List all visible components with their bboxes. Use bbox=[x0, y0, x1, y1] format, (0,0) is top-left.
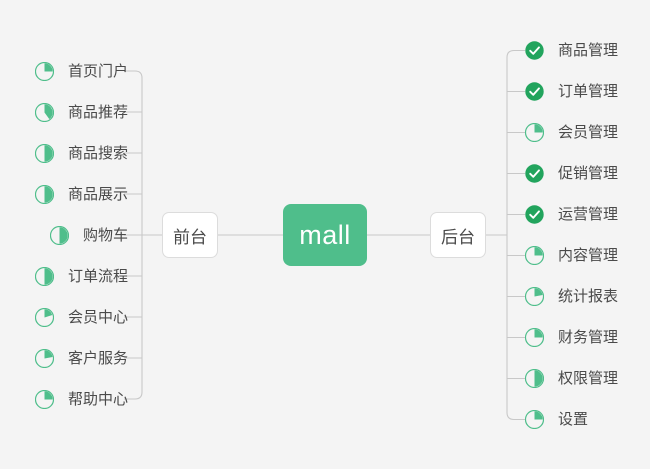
leaf-item-frontend-4[interactable]: 购物车 bbox=[0, 222, 128, 248]
leaf-item-frontend-7[interactable]: 客户服务 bbox=[0, 345, 128, 371]
leaf-item-frontend-2[interactable]: 商品搜索 bbox=[0, 140, 128, 166]
leaf-item-label: 商品展示 bbox=[67, 185, 128, 203]
leaf-item-backend-3[interactable]: 促销管理 bbox=[525, 161, 618, 187]
leaf-item-frontend-0[interactable]: 首页门户 bbox=[0, 58, 128, 84]
pie-progress-icon bbox=[34, 143, 61, 163]
pie-progress-icon bbox=[525, 287, 551, 306]
leaf-item-label: 内容管理 bbox=[558, 247, 619, 264]
leaf-item-label: 权限管理 bbox=[558, 370, 619, 387]
leaf-item-label: 运营管理 bbox=[558, 206, 619, 223]
leaf-item-backend-4[interactable]: 运营管理 bbox=[525, 202, 618, 228]
leaf-item-frontend-8[interactable]: 帮助中心 bbox=[0, 386, 128, 412]
leaf-item-label: 设置 bbox=[558, 411, 589, 428]
leaf-item-frontend-1[interactable]: 商品推荐 bbox=[0, 99, 128, 125]
leaf-item-label: 客户服务 bbox=[67, 349, 128, 367]
connector bbox=[506, 49, 525, 58]
root-node-label: mall bbox=[299, 219, 351, 250]
leaf-item-backend-2[interactable]: 会员管理 bbox=[525, 120, 618, 146]
branch-node-backend[interactable]: 后台 bbox=[430, 212, 486, 258]
pie-progress-icon bbox=[49, 225, 76, 245]
leaf-item-label: 统计报表 bbox=[558, 288, 619, 305]
leaf-item-label: 商品推荐 bbox=[67, 103, 128, 121]
leaf-item-frontend-5[interactable]: 订单流程 bbox=[0, 263, 128, 289]
pie-progress-icon bbox=[34, 348, 61, 368]
pie-progress-icon bbox=[34, 102, 61, 122]
leaf-item-backend-6[interactable]: 统计报表 bbox=[525, 284, 618, 310]
leaf-item-backend-9[interactable]: 设置 bbox=[525, 407, 588, 433]
leaf-item-label: 订单管理 bbox=[558, 83, 619, 100]
leaf-item-label: 促销管理 bbox=[558, 165, 619, 182]
pie-progress-icon bbox=[525, 328, 551, 347]
check-circle-icon bbox=[525, 164, 551, 183]
pie-progress-icon bbox=[525, 369, 551, 388]
leaf-item-label: 商品管理 bbox=[558, 42, 619, 59]
pie-progress-icon bbox=[525, 123, 551, 142]
leaf-item-label: 商品搜索 bbox=[67, 144, 128, 162]
pie-progress-icon bbox=[34, 389, 61, 409]
check-circle-icon bbox=[525, 205, 551, 224]
leaf-item-label: 首页门户 bbox=[67, 62, 128, 80]
leaf-item-label: 会员中心 bbox=[67, 308, 128, 326]
leaf-item-backend-8[interactable]: 权限管理 bbox=[525, 366, 618, 392]
branch-node-backend-label: 后台 bbox=[441, 227, 475, 247]
leaf-item-backend-5[interactable]: 内容管理 bbox=[525, 243, 618, 269]
leaf-item-frontend-6[interactable]: 会员中心 bbox=[0, 304, 128, 330]
branch-node-frontend[interactable]: 前台 bbox=[162, 212, 218, 258]
leaf-item-backend-0[interactable]: 商品管理 bbox=[525, 38, 618, 64]
leaf-item-label: 会员管理 bbox=[558, 124, 619, 141]
pie-progress-icon bbox=[34, 184, 61, 204]
pie-progress-icon bbox=[525, 410, 551, 429]
pie-progress-icon bbox=[34, 307, 61, 327]
leaf-item-backend-7[interactable]: 财务管理 bbox=[525, 325, 618, 351]
leaf-item-backend-1[interactable]: 订单管理 bbox=[525, 79, 618, 105]
root-node-mall[interactable]: mall bbox=[283, 204, 367, 266]
leaf-item-label: 财务管理 bbox=[558, 329, 619, 346]
leaf-item-label: 购物车 bbox=[82, 226, 128, 244]
pie-progress-icon bbox=[34, 61, 61, 81]
leaf-item-label: 订单流程 bbox=[67, 267, 128, 285]
check-circle-icon bbox=[525, 82, 551, 101]
check-circle-icon bbox=[525, 41, 551, 60]
branch-node-frontend-label: 前台 bbox=[173, 227, 207, 247]
connector bbox=[506, 412, 525, 421]
leaf-item-frontend-3[interactable]: 商品展示 bbox=[0, 181, 128, 207]
connector bbox=[124, 70, 143, 79]
pie-progress-icon bbox=[525, 246, 551, 265]
pie-progress-icon bbox=[34, 266, 61, 286]
connector bbox=[124, 391, 143, 400]
leaf-item-label: 帮助中心 bbox=[67, 390, 128, 408]
